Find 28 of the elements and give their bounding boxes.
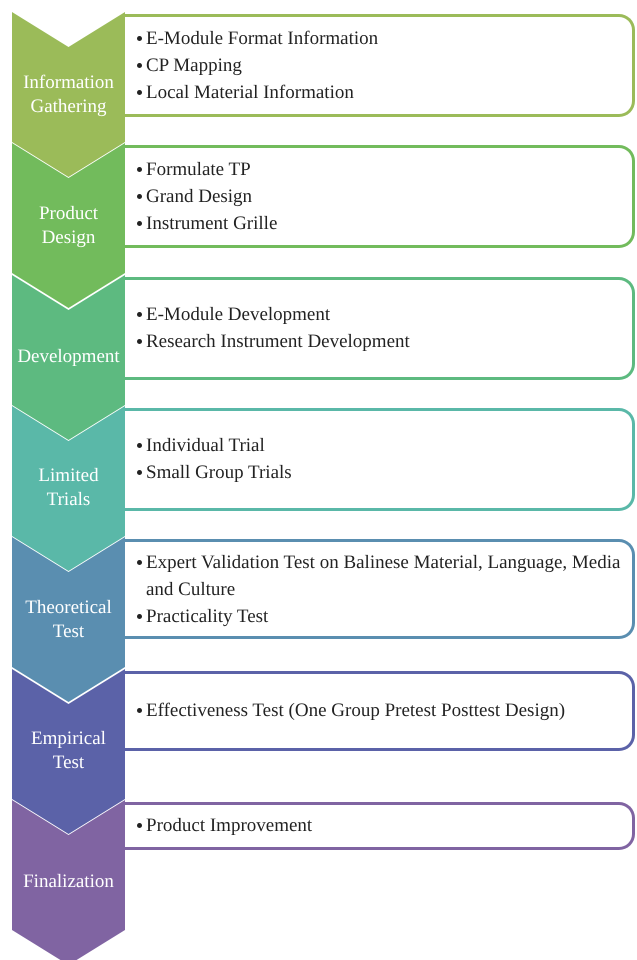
text-box bbox=[125, 145, 635, 248]
list-item: Local Material Information bbox=[146, 81, 354, 105]
list-item: E-Module Format Information bbox=[146, 27, 378, 51]
list-item: Research Instrument Development bbox=[146, 330, 410, 354]
step-label: Development bbox=[16, 345, 121, 370]
list-item: Formulate TP bbox=[146, 158, 251, 182]
list-item: Instrument Grille bbox=[146, 212, 278, 236]
step-label: Empirical Test bbox=[30, 727, 107, 775]
list-item: Practicality Test bbox=[146, 604, 268, 629]
list-item: Product Improvement bbox=[146, 814, 312, 838]
step-label: Finalization bbox=[22, 870, 115, 894]
step-label: Information Gathering bbox=[22, 70, 115, 118]
text-box bbox=[125, 276, 635, 380]
list-item: Effectiveness Test (One Group Pretest Posttest Design) bbox=[146, 699, 566, 723]
list-item: Expert Validation Test on Balinese Material, Language, Media and Culture bbox=[146, 550, 622, 602]
list-item: Individual Trial bbox=[146, 434, 265, 458]
text-box bbox=[125, 539, 635, 640]
list-item: CP Mapping bbox=[146, 54, 242, 78]
text-box bbox=[125, 802, 635, 850]
text-box bbox=[125, 670, 635, 750]
text-box bbox=[125, 408, 635, 511]
text-box bbox=[125, 14, 635, 117]
step-label: Product Design bbox=[38, 202, 100, 250]
list-item: E-Module Development bbox=[146, 303, 330, 328]
step-label: Limited Trials bbox=[37, 464, 100, 512]
list-item: Small Group Trials bbox=[146, 461, 292, 486]
list-item: Grand Design bbox=[146, 185, 252, 210]
step-label: Theoretical Test bbox=[24, 596, 113, 644]
